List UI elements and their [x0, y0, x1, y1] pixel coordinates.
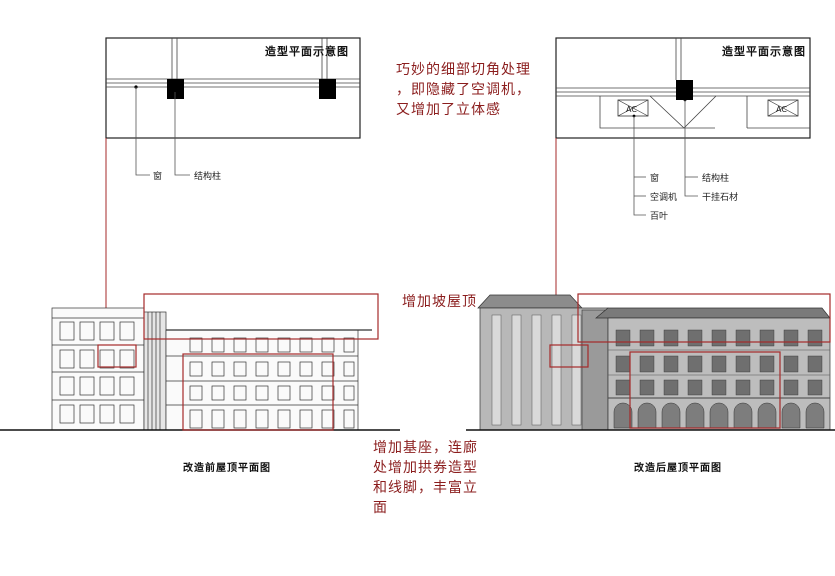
highlight-boxes-after: [549, 293, 831, 429]
ac-tag-1: AC: [626, 105, 637, 114]
note-base-line-1: 增加基座，连廊: [373, 440, 478, 456]
note-roof: 增加坡屋顶: [402, 294, 477, 310]
right-label-stone: 干挂石材: [702, 193, 739, 203]
note-base-line-4: 面: [373, 500, 388, 516]
elevation-before: [51, 307, 372, 431]
note-corner-line-1: 巧妙的细部切角处理: [396, 62, 531, 78]
left-label-column: 结构柱: [194, 172, 222, 182]
right-label-ac: 空调机: [650, 193, 678, 203]
caption-before: 改造前屋顶平面图: [183, 463, 271, 474]
note-base-line-2: 处增加拱券造型: [373, 460, 478, 476]
highlight-boxes-before: [97, 293, 379, 431]
note-base: 增加基座，连廊 处增加拱券造型 和线脚，丰富立 面: [373, 438, 478, 518]
note-corner-line-3: 又增加了立体感: [396, 102, 501, 118]
left-label-window: 窗: [153, 172, 163, 182]
right-label-louver: 百叶: [650, 212, 669, 222]
note-base-line-3: 和线脚，丰富立: [373, 480, 478, 496]
right-plan-title: 造型平面示意图: [722, 45, 806, 58]
note-corner-detail: 巧妙的细部切角处理 ，即隐藏了空调机， 又增加了立体感: [396, 60, 531, 120]
right-label-column: 结构柱: [702, 174, 730, 184]
left-plan-title: 造型平面示意图: [265, 45, 349, 58]
ac-tag-2: AC: [776, 105, 787, 114]
elevation-after: [477, 294, 831, 431]
right-plan-detail: [555, 37, 811, 139]
left-plan-leaders: [135, 87, 190, 176]
left-plan-detail: [105, 37, 361, 139]
right-plan-leaders: [633, 100, 698, 216]
note-corner-line-2: ，即隐藏了空调机，: [396, 82, 531, 98]
caption-after: 改造后屋顶平面图: [634, 463, 722, 474]
right-label-window: 窗: [650, 174, 660, 184]
